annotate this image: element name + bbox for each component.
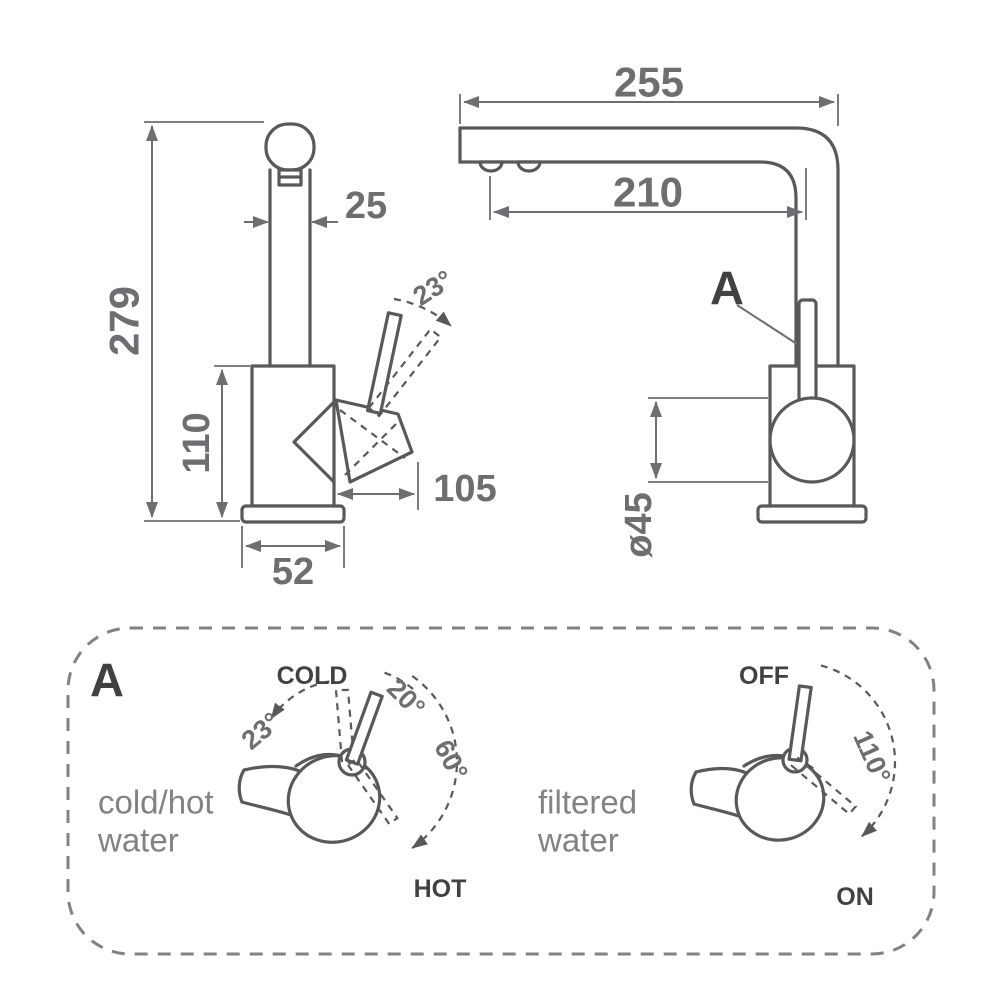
- dim-height-label: 279: [101, 286, 148, 356]
- filtered-caption-2: water: [537, 822, 619, 859]
- dim-handle-reach-label: 105: [433, 468, 496, 510]
- dim-body-height-label: 110: [176, 412, 218, 473]
- faucet-base: [240, 504, 346, 524]
- dim-total-reach-label: 255: [614, 59, 684, 106]
- spout-cap: [264, 122, 316, 172]
- aerator-bump-2: [516, 160, 542, 173]
- dim-handle-angle-label: 23°: [408, 264, 459, 311]
- filtered-water-diagram: OFF ON 110° filtered water: [537, 662, 897, 911]
- handle-pivot-cap: [768, 396, 856, 484]
- angle-110-label: 110°: [847, 726, 897, 788]
- faucet-body: [250, 364, 336, 508]
- handle-body: [734, 756, 826, 842]
- angle-23-label: 23°: [236, 706, 287, 755]
- angle-20-label: 20°: [381, 673, 431, 723]
- dim-base-width-label: 52: [272, 551, 314, 593]
- faucet-profile-view: [458, 126, 868, 524]
- arc-110: [820, 664, 897, 838]
- faucet-base: [756, 504, 868, 524]
- lever-ghost-on: [790, 756, 858, 816]
- detail-panel: A COLD HOT 20° 60° 23° cold/hot water: [66, 626, 936, 956]
- spout-column: [268, 168, 312, 368]
- spout-inner-edge: [458, 160, 798, 368]
- spout-stub-cap: [689, 770, 698, 806]
- hot-label: HOT: [414, 875, 467, 903]
- faucet-side-view: [240, 122, 452, 524]
- detail-leader-line: [736, 304, 798, 345]
- cold-hot-caption-1: cold/hot: [98, 784, 214, 821]
- dim-spout-reach-label: 210: [613, 169, 683, 216]
- profile-view-dimensions: 255 210 A ø45: [459, 59, 839, 558]
- handle-lever: [366, 311, 403, 415]
- tilt-arc-23: [270, 680, 330, 720]
- lever-solid: [344, 690, 384, 766]
- cold-label: COLD: [277, 662, 348, 690]
- spout-stub-cap: [237, 768, 246, 804]
- handle-mount-hidden-lines: [339, 409, 406, 476]
- cold-hot-caption-2: water: [97, 822, 179, 859]
- off-label: OFF: [739, 662, 789, 690]
- lever-ghost-hot: [346, 757, 399, 826]
- dim-spout-width-label: 25: [345, 185, 387, 227]
- on-label: ON: [836, 883, 874, 911]
- spout-outer-edge: [458, 126, 840, 368]
- angle-60-label: 60°: [428, 735, 474, 785]
- arc-20: [384, 671, 414, 690]
- handle-body: [286, 754, 382, 844]
- arc-60: [411, 675, 459, 849]
- cold-hot-diagram: COLD HOT 20° 60° 23° cold/hot water: [97, 662, 474, 903]
- detail-ref-label: A: [710, 262, 744, 315]
- detail-panel-border: [66, 626, 936, 956]
- aerator-bump-1: [478, 160, 504, 173]
- lever-solid: [787, 684, 813, 763]
- body-chevron: [292, 400, 336, 484]
- filtered-caption-1: filtered: [538, 784, 637, 821]
- tilt-arc: [393, 297, 452, 327]
- handle-lever-ghost: [367, 327, 443, 418]
- handle-lever: [797, 298, 818, 408]
- detail-panel-ref: A: [90, 654, 124, 707]
- dim-body-diameter-label: ø45: [618, 492, 660, 557]
